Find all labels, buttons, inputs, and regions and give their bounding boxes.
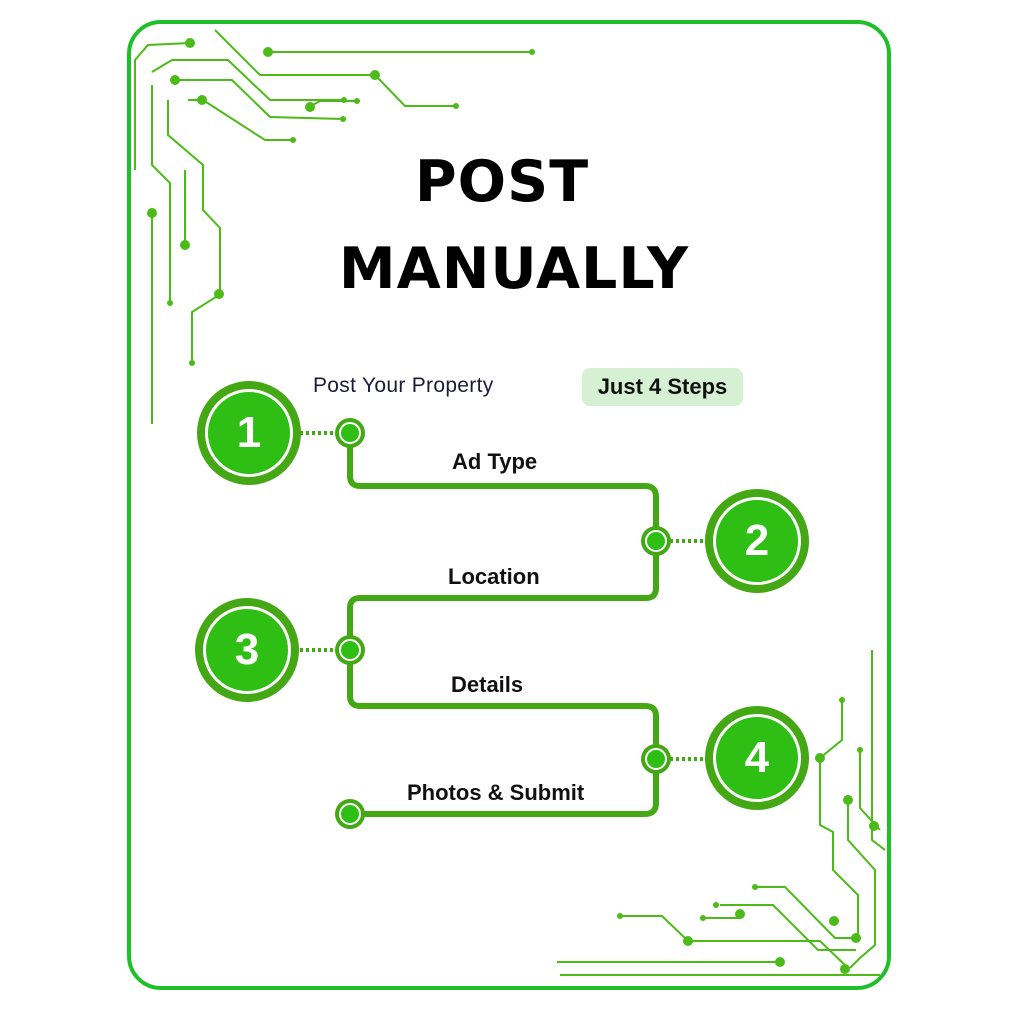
step-3-circle: 3 [195,598,299,702]
step-2-number: 2 [713,497,801,585]
subtitle: Post Your Property [313,374,494,397]
steps-badge: Just 4 Steps [582,368,743,406]
step-3-label: Details [451,672,524,697]
step-2-circle: 2 [705,489,809,593]
title-line-2: MANUALLY [338,236,690,302]
title-line-1: POST [414,149,590,215]
step-4-circle: 4 [705,706,809,810]
step-1-number: 1 [205,389,293,477]
step-4-number: 4 [713,714,801,802]
step-4-label: Photos & Submit [407,780,585,805]
step-3-number: 3 [203,606,291,694]
step-1-label: Ad Type [452,449,538,474]
step-2-label: Location [448,564,540,589]
step-1-circle: 1 [197,381,301,485]
